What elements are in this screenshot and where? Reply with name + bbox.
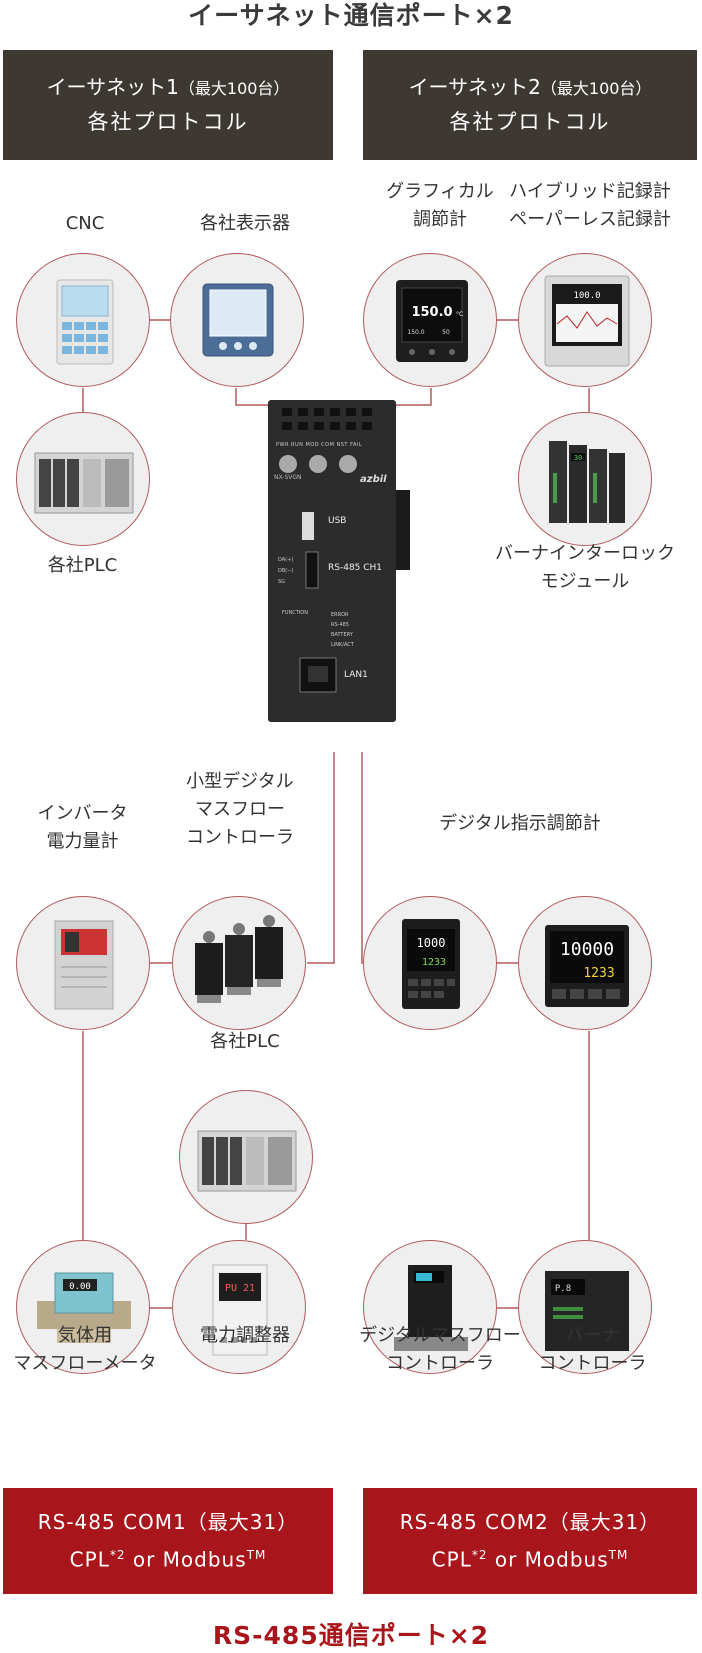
ethernet1-label: イーサネット1 (46, 75, 179, 99)
plc-icon (197, 1130, 297, 1192)
digital-mfc-icon (394, 1265, 468, 1351)
com2-box: RS-485 COM2（最大31） CPL*2 or ModbusTM (363, 1488, 697, 1594)
com1-title: RS-485 COM1（最大31） (37, 1509, 299, 1534)
mfc-cluster-icon (195, 915, 283, 1003)
ethernet1-box: イーサネット1（最大100台） 各社プロトコル (3, 50, 333, 160)
paper-recorder-icon: 100.0 (544, 275, 630, 367)
gas-mfm-device: 0.00 (16, 1240, 150, 1374)
indicator-sv: 1233 (422, 957, 446, 968)
plc-top-device (16, 412, 150, 546)
ethernet2-box: イーサネット2（最大100台） 各社プロトコル (363, 50, 697, 160)
plc-icon (34, 452, 134, 514)
usb-port-label: USB (328, 516, 347, 526)
hybrid-recorder-label: ハイブリッド記録計ペーパーレス記録計 (509, 181, 671, 230)
gateway-model: NX-SVGN (274, 474, 302, 481)
ethernet1-capacity: （最大100台） (178, 79, 290, 98)
digital-mfc-device (363, 1240, 497, 1374)
inverter-label: インバータ電力量計 (37, 803, 128, 852)
gas-mfm-value: 0.00 (69, 1282, 91, 1292)
digital-mfc-label: デジタルマスフローコントローラ (359, 1325, 521, 1374)
plc-bottom-device (179, 1090, 313, 1224)
inverter-device (16, 896, 150, 1030)
graphical-unit: °C (456, 311, 463, 318)
rs485-ch1-label: RS-485 CH1 (328, 563, 383, 573)
digital-indicator-icon: 1000 1233 (402, 919, 460, 1009)
gateway-brand-logo: azbil (360, 474, 387, 485)
display-label: 各社表示器 (200, 213, 290, 234)
small-mfc-device (172, 896, 306, 1030)
burner-interlock-device: 30 (518, 412, 652, 546)
power-regulator-device: PU 21 (172, 1240, 306, 1374)
gateway-device: PWR RUN MOD COM NST FAIL NX-SVGN azbil U… (268, 400, 428, 722)
burner-interlock-value: 30 (574, 454, 582, 462)
indicator-pv-large: 10000 (560, 939, 614, 960)
digital-indicator-large-icon: 10000 1233 (545, 925, 629, 1007)
com1-box: RS-485 COM1（最大31） CPL*2 or ModbusTM (3, 1488, 333, 1594)
digital-indicator-device-2: 10000 1233 (518, 896, 652, 1030)
burner-controller-label: バーナコントローラ (538, 1325, 647, 1374)
cnc-label: CNC (65, 213, 105, 234)
graphical-controller-device: 150.0 °C 150.0 50 (363, 253, 497, 387)
burner-interlock-label: バーナインターロックモジュール (495, 543, 675, 592)
cnc-icon (56, 279, 114, 365)
ethernet1-protocol: 各社プロトコル (87, 110, 249, 134)
burner-interlock-icon: 30 (549, 441, 625, 523)
indicator-sv-large: 1233 (583, 966, 614, 981)
recorder-value: 100.0 (573, 291, 600, 301)
power-regulator-icon: PU 21 (212, 1264, 268, 1356)
burner-controller-icon: P.8 (545, 1271, 629, 1351)
gateway-led-labels: PWR RUN MOD COM NST FAIL (276, 442, 363, 448)
power-regulator-label: 電力調整器 (200, 1325, 290, 1346)
plc-bottom-label: 各社PLC (210, 1031, 280, 1052)
inverter-icon (54, 920, 114, 1010)
digital-indicator-device-1: 1000 1233 (363, 896, 497, 1030)
gateway-body (268, 400, 410, 722)
gas-mfm-label: 気体用マスフローメータ (13, 1325, 157, 1374)
ethernet-ports-title: イーサネット通信ポート×2 (188, 1, 514, 30)
ethernet2-label: イーサネット2 (408, 75, 541, 99)
hybrid-recorder-device: 100.0 (518, 253, 652, 387)
plc-top-label: 各社PLC (47, 555, 118, 576)
graphical-controller-icon: 150.0 °C 150.0 50 (396, 280, 468, 362)
graphical-sub-value: 150.0 (407, 329, 424, 336)
graphical-sub-value2: 50 (442, 329, 450, 336)
hmi-display-icon (202, 283, 274, 357)
gas-mass-flow-meter-icon: 0.00 (37, 1272, 131, 1343)
regulator-value-1: PU (225, 1283, 237, 1294)
com2-title: RS-485 COM2（最大31） (399, 1509, 661, 1534)
burner-controller-value: P.8 (555, 1284, 571, 1294)
burner-controller-device: P.8 (518, 1240, 652, 1374)
regulator-value-2: 21 (243, 1283, 255, 1294)
graphical-controller-label: グラフィカル調節計 (386, 181, 494, 230)
com1-protocols: CPL*2 or ModbusTM (69, 1547, 267, 1572)
rs485-pin-labels: DA(+)DB(−)SG (278, 557, 294, 585)
com2-protocols: CPL*2 or ModbusTM (431, 1547, 629, 1572)
digital-indicator-label: デジタル指示調節計 (439, 813, 601, 834)
rs485-ports-title: RS-485通信ポート×2 (212, 1621, 490, 1650)
ethernet2-capacity: （最大100台） (540, 79, 652, 98)
display-device (170, 253, 304, 387)
ethernet2-protocol: 各社プロトコル (449, 110, 611, 134)
small-mfc-label: 小型デジタルマスフローコントローラ (186, 771, 294, 848)
graphical-pv: 150.0 (411, 305, 452, 320)
function-label: FUNCTION (282, 610, 308, 616)
lan1-port-label: LAN1 (344, 670, 368, 680)
indicator-pv: 1000 (417, 936, 446, 950)
cnc-device (16, 253, 150, 387)
